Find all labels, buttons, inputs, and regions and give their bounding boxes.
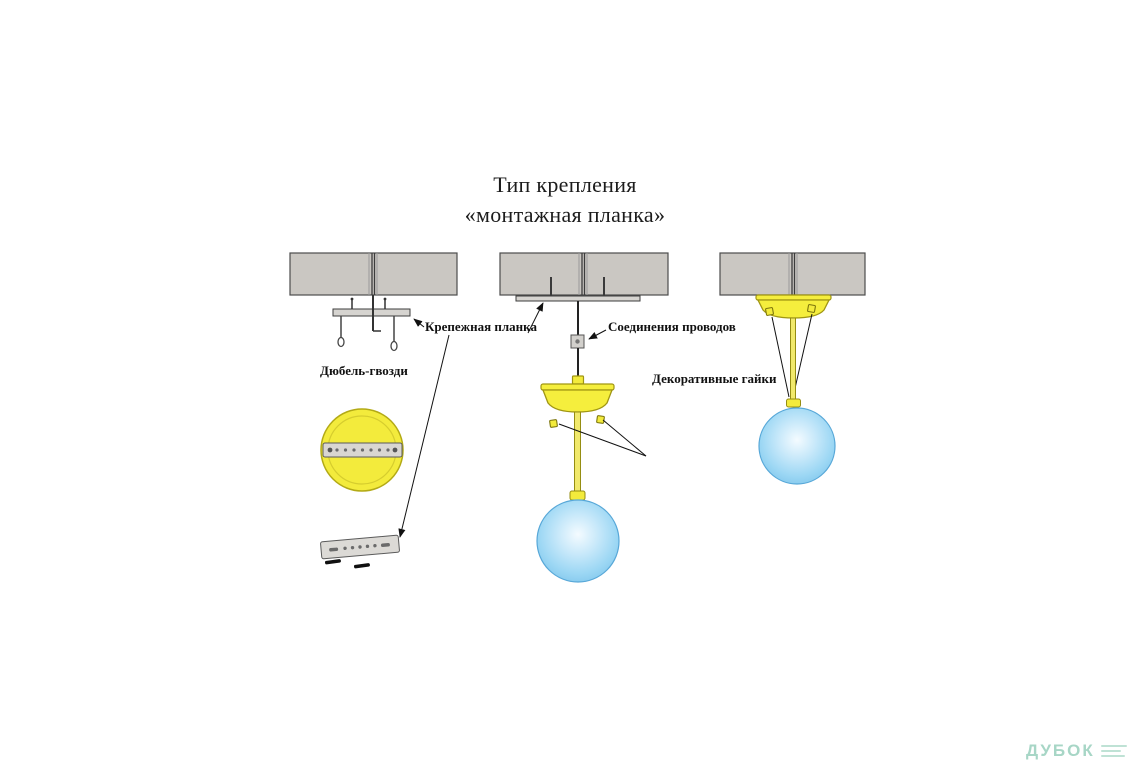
lamp-stem <box>790 317 796 401</box>
mounting-strip-holes <box>335 448 390 452</box>
ceiling-panel-right <box>719 252 866 296</box>
figure-step2 <box>499 252 669 583</box>
dowel-nail <box>337 316 345 348</box>
glass-ball <box>758 407 836 485</box>
mounting-strip <box>320 534 400 560</box>
mounting-bracket <box>332 297 411 317</box>
mounting-strip-holes <box>343 543 377 551</box>
leader-line-connector <box>588 329 607 340</box>
label-mounting-plate: Крепежная планка <box>425 319 537 334</box>
decorative-nut <box>765 307 774 316</box>
ceiling-screw <box>550 277 605 296</box>
mounted-bracket <box>515 295 641 302</box>
leader-line-nut <box>558 423 647 457</box>
stem-collar <box>786 398 801 408</box>
leader-line-nut <box>792 313 813 398</box>
leader-line-nut <box>771 316 790 398</box>
ceiling-panel-left <box>289 252 458 296</box>
leader-line-nut <box>602 419 647 457</box>
lamp-stem <box>574 411 581 492</box>
figure-step1 <box>289 252 458 569</box>
stem-collar <box>569 490 586 501</box>
wire-connector <box>570 334 585 349</box>
label-decorative-nuts: Декоративные гайки <box>652 371 777 386</box>
title-line1: Тип крепления <box>493 172 637 197</box>
leader-line-strip <box>398 334 450 538</box>
dowel-nail <box>390 316 398 352</box>
label-wire-connections: Соединения проводов <box>608 319 736 334</box>
decorative-nut <box>549 419 558 428</box>
watermark-brand: ДУБОК <box>1026 741 1095 760</box>
page-title: Тип крепления «монтажная планка» <box>0 170 1130 230</box>
screw-dash <box>324 559 341 565</box>
leader-line-bracket <box>413 318 425 328</box>
watermark-smalltext <box>1100 741 1127 757</box>
lamp-base-circle <box>320 408 404 492</box>
label-dowel-nails: Дюбель-гвозди <box>320 363 408 378</box>
decorative-nut <box>807 304 816 313</box>
leader-line-bracket2 <box>527 302 544 334</box>
glass-ball <box>536 499 620 583</box>
title-line2: «монтажная планка» <box>464 202 666 227</box>
screw-dash <box>353 563 370 569</box>
figure-step3 <box>719 252 866 485</box>
ceiling-panel-middle <box>499 252 669 296</box>
ceiling-stud <box>372 295 381 332</box>
lamp-canopy <box>540 375 615 413</box>
watermark: ДУБОК <box>1026 741 1127 761</box>
decorative-nut <box>596 415 605 424</box>
